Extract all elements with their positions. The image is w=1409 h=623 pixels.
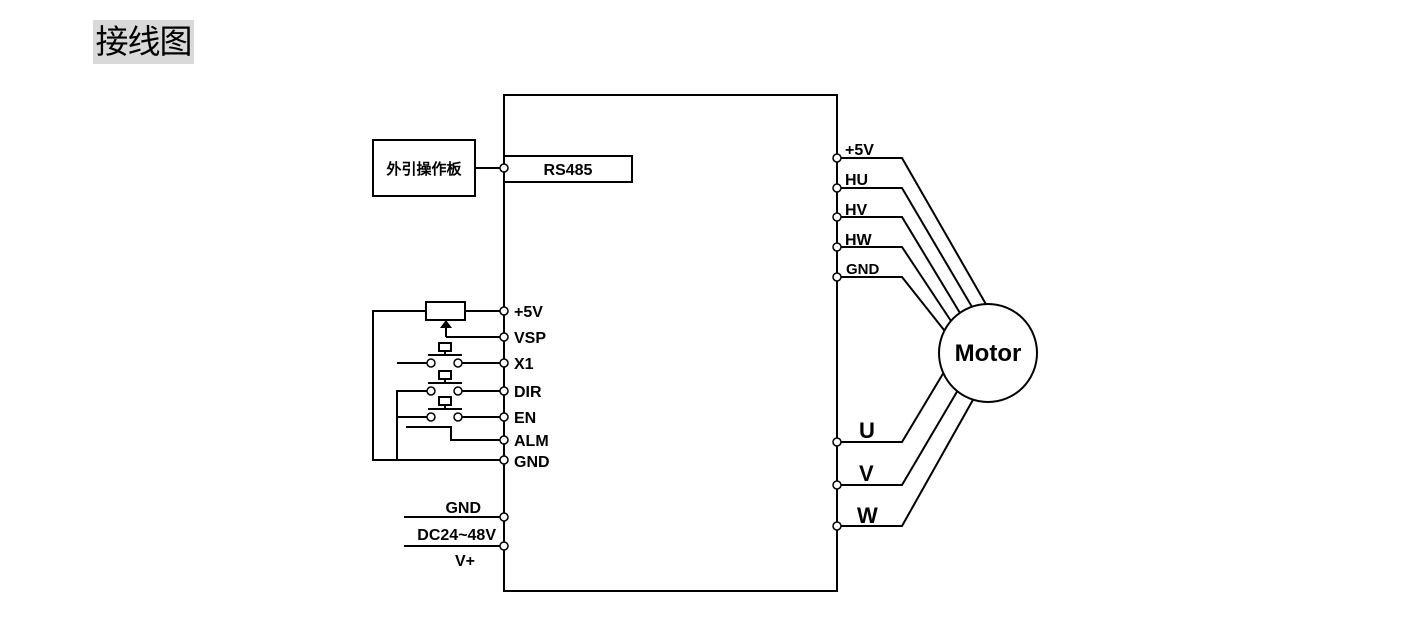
rs485-port bbox=[503, 155, 633, 183]
terminal-dir bbox=[499, 386, 509, 396]
terminal-label-x1: X1 bbox=[514, 356, 534, 373]
power-input: GND DC24~48V V+ bbox=[404, 500, 509, 570]
power-gnd-terminal bbox=[499, 512, 509, 522]
x1-switch-contact-a bbox=[426, 358, 436, 368]
terminal-vsp bbox=[499, 332, 509, 342]
alm-wire bbox=[406, 426, 500, 441]
terminal-gnd bbox=[499, 455, 509, 465]
terminal-5v bbox=[499, 306, 509, 316]
hall-terminal-hw bbox=[832, 242, 842, 252]
pot-loop-wire bbox=[372, 310, 500, 461]
motor-circle bbox=[938, 303, 1038, 403]
page-title: 接线图 bbox=[93, 20, 194, 64]
hall-wire-hw bbox=[841, 246, 954, 325]
hall-label-hu: HU bbox=[845, 172, 868, 189]
dir-switch-button bbox=[438, 370, 452, 380]
en-switch-contact-b bbox=[453, 412, 463, 422]
x1-switch-button bbox=[438, 342, 452, 352]
phase-label-v: V bbox=[859, 461, 874, 486]
terminal-alm bbox=[499, 435, 509, 445]
terminal-x1 bbox=[499, 358, 509, 368]
power-gnd-label: GND bbox=[445, 500, 481, 517]
en-switch-button bbox=[438, 396, 452, 406]
terminal-en bbox=[499, 412, 509, 422]
motor-phase-terminals: U V W bbox=[832, 371, 975, 531]
en-switch-contact-a bbox=[426, 412, 436, 422]
terminal-label-5v: +5V bbox=[514, 304, 543, 321]
hall-terminal-gnd bbox=[832, 272, 842, 282]
hall-wire-hu bbox=[841, 187, 976, 313]
hall-label-gnd: GND bbox=[846, 261, 880, 278]
motor-label: Motor bbox=[955, 340, 1022, 367]
power-vplus-terminal bbox=[499, 541, 509, 551]
phase-terminal-v bbox=[832, 480, 842, 490]
control-terminals: +5V VSP X1 DIR EN ALM GND bbox=[499, 304, 550, 471]
phase-label-w: W bbox=[857, 503, 878, 528]
pot-wiper-arrow bbox=[440, 320, 452, 328]
terminal-label-dir: DIR bbox=[514, 384, 542, 401]
terminal-label-gnd: GND bbox=[514, 454, 550, 471]
external-panel-label: 外引操作板 bbox=[385, 160, 462, 178]
power-voltage-label: DC24~48V bbox=[417, 527, 496, 544]
dir-switch-contact-b bbox=[453, 386, 463, 396]
hall-terminal-hv bbox=[832, 212, 842, 222]
rs485-label: RS485 bbox=[544, 162, 593, 179]
hall-wire-5v bbox=[841, 157, 988, 307]
control-wiring bbox=[372, 301, 500, 461]
hall-label-hv: HV bbox=[845, 202, 868, 219]
hall-terminal-hu bbox=[832, 183, 842, 193]
terminal-label-vsp: VSP bbox=[514, 330, 546, 347]
hall-label-5v: +5V bbox=[845, 142, 874, 159]
terminal-label-en: EN bbox=[514, 410, 536, 427]
hall-label-hw: HW bbox=[845, 232, 873, 249]
hall-wire-hv bbox=[841, 216, 964, 319]
phase-wire-u bbox=[841, 371, 945, 443]
phase-label-u: U bbox=[859, 418, 875, 443]
phase-terminal-w bbox=[832, 521, 842, 531]
dir-wire-left bbox=[396, 390, 427, 460]
dir-switch-contact-a bbox=[426, 386, 436, 396]
potentiometer bbox=[425, 301, 466, 321]
hall-terminal-5v bbox=[832, 153, 842, 163]
x1-switch-contact-b bbox=[453, 358, 463, 368]
hall-terminals: +5V HU HV HW GND bbox=[832, 142, 988, 331]
phase-wire-v bbox=[841, 389, 959, 486]
terminal-label-alm: ALM bbox=[514, 433, 549, 450]
rs485-terminal bbox=[499, 163, 509, 173]
phase-terminal-u bbox=[832, 437, 842, 447]
phase-wire-w bbox=[841, 397, 975, 527]
power-vplus-label: V+ bbox=[455, 553, 475, 570]
hall-wire-gnd bbox=[841, 276, 945, 331]
